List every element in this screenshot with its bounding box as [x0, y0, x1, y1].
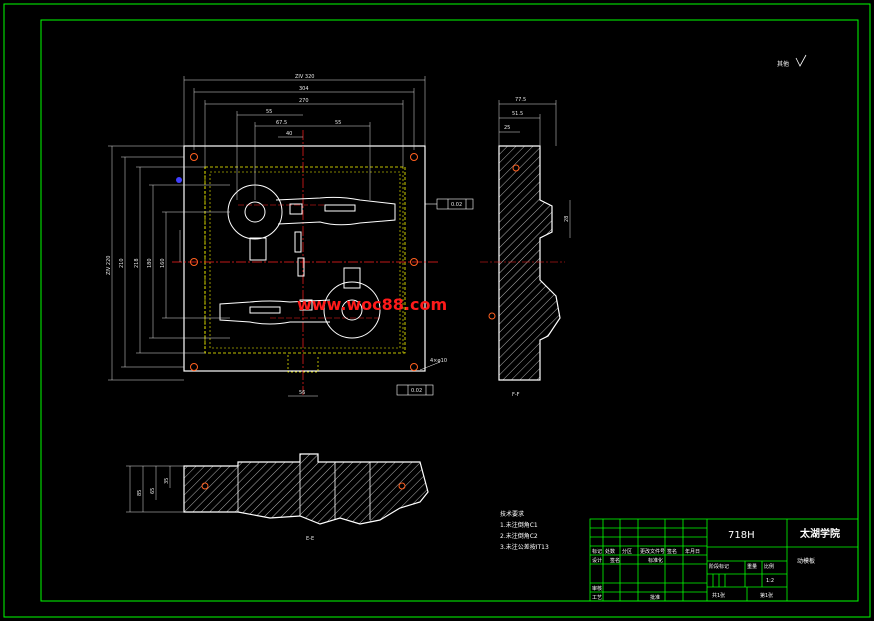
dim-left-3: 180: [147, 258, 153, 268]
side-dim-0: 77.5: [515, 97, 526, 103]
gdt-frame-bottom: [396, 384, 434, 396]
tb-stage-1: 重量: [747, 563, 757, 570]
tb-sheet-index: 第1张: [760, 592, 773, 599]
dim-left-0: ZIV 220: [106, 256, 112, 275]
dim-top-4: 67.5: [276, 120, 287, 126]
plate-outline: [183, 145, 426, 372]
tb-header-0: 标记: [592, 548, 602, 555]
dim-left-4: 160: [160, 258, 166, 268]
hole-note: 4×φ10: [430, 358, 447, 364]
section-dim-1: 65: [150, 488, 156, 494]
tb-header-4: 签名: [667, 548, 677, 555]
side-dim-2: 25: [504, 125, 510, 131]
dim-top-2: 270: [299, 98, 309, 104]
notes-title: 技术要求: [500, 510, 524, 518]
tb-header-1: 处数: [605, 548, 615, 555]
gdt-perp-value: 0.02: [411, 388, 422, 394]
tech-notes: 技术要求 1.未注倒角C1 2.未注倒角C2 3.未注公差按IT13: [500, 510, 549, 551]
tb-header-3: 更改文件号: [640, 548, 665, 555]
title-block: 标记 处数 分区 更改文件号 签名 年月日 设计 签名 标准化 审核 工艺 批准…: [589, 518, 859, 602]
gdt-frame-right: [425, 198, 474, 210]
tb-review-1: 工艺: [592, 595, 602, 601]
tb-row2-0: 设计: [592, 557, 602, 564]
tb-header-5: 年月日: [685, 548, 700, 555]
gdt-parallel-value: 0.02: [451, 202, 462, 208]
dim-top-5: 40: [286, 131, 292, 137]
tb-header-2: 分区: [622, 548, 632, 555]
tb-row2-1: 签名: [610, 557, 620, 564]
tb-row2-2: 标准化: [648, 557, 663, 564]
outer-frame: [3, 3, 871, 618]
note-3: 3.未注公差按IT13: [500, 543, 549, 551]
section-dim-2: 85: [137, 490, 143, 496]
section-label: E-E: [306, 536, 314, 542]
guide-holes: [190, 153, 418, 371]
hidden-pocket: [204, 166, 406, 354]
side-section-label: F-F: [512, 392, 520, 398]
note-2: 2.未注倒角C2: [500, 532, 538, 540]
dim-left-2: 218: [134, 258, 140, 268]
watermark: www.woc88.com: [297, 295, 447, 314]
plan-view: ZIV 320 304 270 55 67.5 40 55 ZIV 220 21…: [106, 74, 474, 397]
plan-top-dims: [183, 76, 426, 200]
section-dim-0: 35: [164, 478, 170, 484]
dim-bottom-width: 56: [299, 390, 305, 396]
inner-frame: [40, 19, 859, 602]
side-dim-1: 51.5: [512, 111, 523, 117]
roughness-note: 其他: [777, 60, 789, 68]
dim-left-1: 210: [119, 258, 125, 268]
dim-top-0: ZIV 320: [295, 74, 314, 80]
note-1: 1.未注倒角C1: [500, 521, 538, 529]
dim-top-6: 55: [335, 120, 341, 126]
tb-stage-2: 比例: [764, 563, 774, 570]
side-view: 77.5 51.5 25 28 F-F: [480, 97, 571, 398]
section-view: 35 65 85 E-E: [126, 453, 429, 542]
plan-left-dims: [108, 145, 230, 381]
tb-review-2: 批准: [650, 594, 660, 601]
cavity-lower: [219, 257, 381, 339]
tb-review-0: 审核: [592, 585, 602, 592]
side-dim-3: 28: [564, 216, 570, 222]
tb-drawing-name: 动模板: [797, 557, 815, 565]
dim-top-1: 304: [299, 86, 309, 92]
tb-part-number: 718H: [728, 530, 755, 541]
tb-school: 太湖学院: [799, 527, 840, 540]
roughness-symbol-icon: [795, 54, 807, 67]
tb-sheet-total: 共1张: [712, 592, 725, 599]
dim-top-3: 55: [266, 109, 272, 115]
tb-ratio: 1:2: [766, 578, 774, 584]
tb-stage-0: 阶段标记: [709, 563, 729, 570]
datum-mark: [176, 177, 182, 183]
